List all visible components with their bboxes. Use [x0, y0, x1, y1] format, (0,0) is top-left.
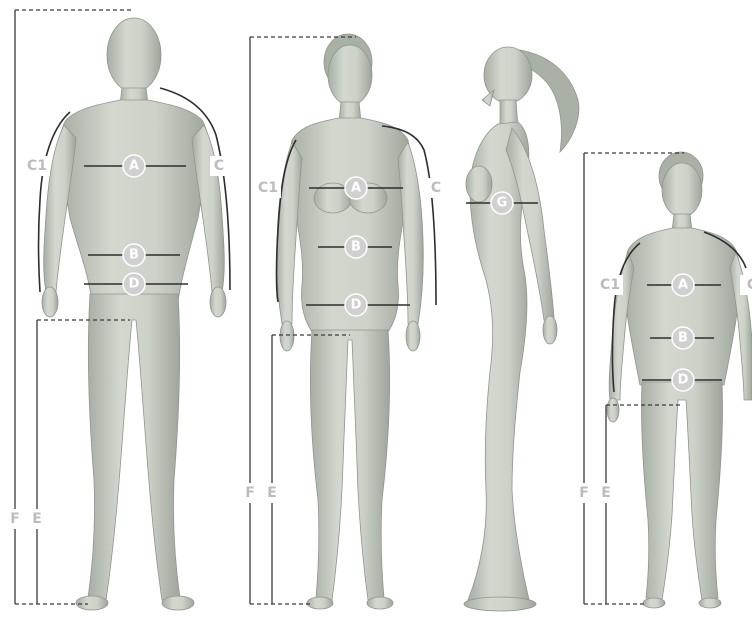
svg-text:B: B — [129, 248, 139, 263]
svg-text:E: E — [267, 485, 277, 501]
male-label-a: A — [123, 155, 145, 177]
female-front-figure — [277, 34, 424, 609]
child-label-d: D — [672, 369, 694, 391]
svg-text:D: D — [678, 373, 689, 388]
child-label-b: B — [672, 327, 694, 349]
svg-text:D: D — [351, 298, 362, 313]
female-side-figure — [464, 47, 579, 611]
male-label-b: B — [123, 244, 145, 266]
svg-text:F: F — [10, 511, 20, 527]
female-label-d: D — [345, 294, 367, 316]
svg-text:C1: C1 — [258, 180, 278, 196]
svg-text:C1: C1 — [600, 277, 620, 293]
male-label-c: C — [210, 156, 228, 176]
child-label-f: F — [575, 483, 593, 503]
svg-text:F: F — [245, 485, 255, 501]
svg-text:A: A — [129, 159, 139, 174]
svg-text:C: C — [214, 158, 224, 174]
side-label-g: G — [491, 192, 513, 214]
male-label-c1: C1 — [24, 156, 50, 176]
male-label-f: F — [6, 509, 24, 529]
male-label-e: E — [28, 509, 46, 529]
svg-text:E: E — [32, 511, 42, 527]
female-label-a: A — [345, 177, 367, 199]
svg-text:A: A — [678, 278, 688, 293]
child-label-e: E — [597, 483, 615, 503]
male-label-d: D — [123, 273, 145, 295]
female-label-e: E — [263, 483, 281, 503]
svg-text:A: A — [351, 181, 361, 196]
svg-text:B: B — [351, 240, 361, 255]
child-label-c1: C1 — [597, 275, 623, 295]
child-label-c: C — [740, 275, 752, 295]
svg-text:C: C — [431, 180, 441, 196]
female-label-f: F — [241, 483, 259, 503]
child-label-a: A — [672, 274, 694, 296]
female-label-c: C — [427, 178, 445, 198]
svg-text:C: C — [747, 277, 752, 293]
female-label-c1: C1 — [255, 178, 281, 198]
svg-text:G: G — [497, 196, 508, 211]
svg-text:C1: C1 — [27, 158, 47, 174]
svg-text:B: B — [678, 331, 688, 346]
svg-text:D: D — [129, 277, 140, 292]
svg-text:E: E — [601, 485, 611, 501]
female-label-b: B — [345, 236, 367, 258]
svg-text:F: F — [579, 485, 589, 501]
